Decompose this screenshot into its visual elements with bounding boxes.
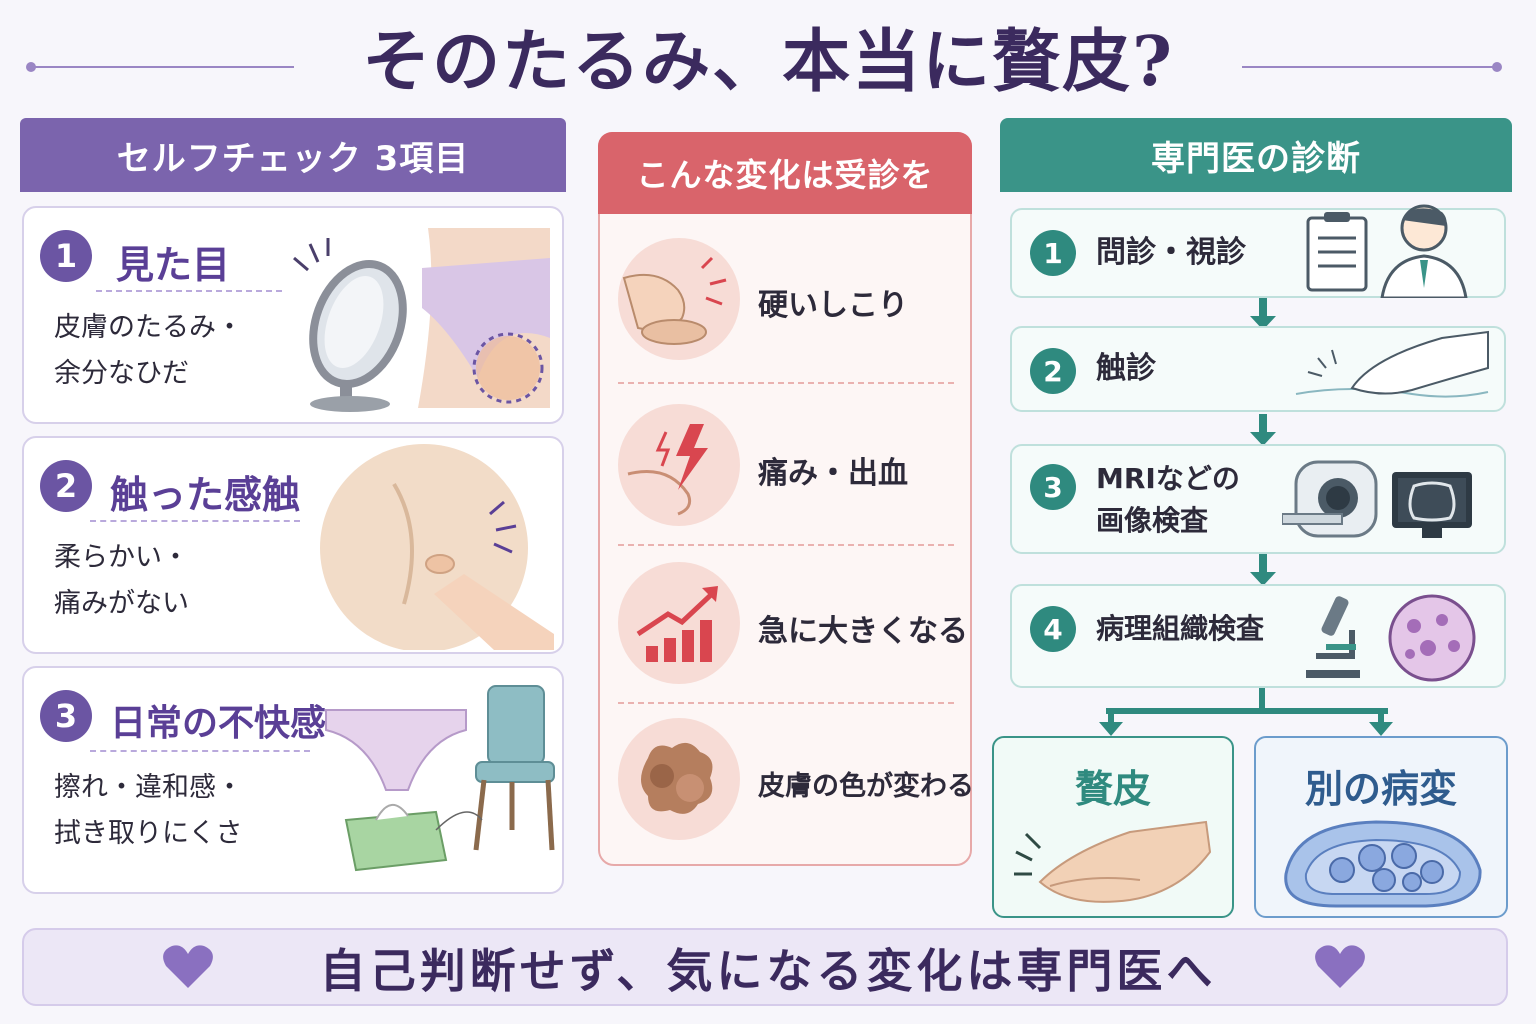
title-line-left [32, 66, 294, 68]
diagnosis-text-4: 病理組織検査 [1096, 612, 1265, 645]
diagnosis-step-1: 1 問診・視診 [1010, 204, 1506, 298]
result-skin-tag-label: 贅皮 [1074, 767, 1151, 811]
footer-message: 自己判断せず、気になる変化は専門医へ [319, 944, 1217, 998]
flow-arrow-icon [1250, 298, 1276, 330]
microscope-cells-icon [1306, 594, 1476, 682]
diagnosis-step-2: 2 触診 [1010, 326, 1506, 412]
self-check-title-2: 触った感触 [110, 473, 301, 517]
step-number-2: 2 [40, 460, 92, 512]
self-check-text-2a: 柔らかい・ [54, 542, 189, 573]
clipboard-doctor-icon [1306, 204, 1468, 298]
title-dot-right [1492, 62, 1502, 72]
title-line-right [1242, 66, 1498, 68]
result-other-lesion-box: 別の病変 [1254, 736, 1508, 918]
step-number-3: 3 [40, 690, 92, 742]
result-other-lesion-label: 別の病変 [1304, 767, 1457, 811]
discoloration-icon [641, 742, 713, 814]
diagnosis-number-3: 3 [1030, 464, 1076, 510]
self-check-text-3a: 擦れ・違和感・ [54, 772, 243, 803]
underwear-chair-tissue-icon [325, 685, 555, 872]
self-check-header-label: セルフチェック 3項目 [116, 138, 470, 179]
self-check-text-2b: 痛みがない [54, 588, 189, 619]
diagnosis-text-3b: 画像検査 [1096, 504, 1209, 537]
self-check-title-3: 日常の不快感 [110, 703, 327, 744]
diagnosis-text-3a: MRIなどの [1096, 462, 1240, 495]
growth-chart-icon [636, 586, 718, 662]
self-check-header: セルフチェック 3項目 [20, 118, 566, 192]
diagnosis-number-4: 4 [1030, 606, 1076, 652]
diagnosis-header: 専門医の診断 [1000, 118, 1512, 192]
divider [618, 702, 954, 704]
hand-lump-icon [622, 256, 727, 345]
heart-icon [1315, 945, 1365, 988]
diagnosis-number-1: 1 [1030, 230, 1076, 276]
warning-header: こんな変化は受診を [598, 132, 972, 214]
self-check-text-1b: 余分なひだ [54, 358, 189, 389]
diagnosis-header-label: 専門医の診断 [1151, 138, 1361, 179]
flow-arrow-icon [1250, 414, 1276, 446]
branch-connector [1099, 688, 1393, 736]
step-number-1: 1 [40, 230, 92, 282]
mri-scanner-monitor-icon [1282, 460, 1472, 538]
flow-arrow-icon [1250, 554, 1276, 586]
result-skin-tag-box: 贅皮 [992, 736, 1234, 918]
lesion-cells-icon [1284, 820, 1482, 908]
warning-header-label: こんな変化は受診を [636, 156, 934, 194]
divider [90, 520, 300, 522]
warning-text-3: 急に大きくなる [758, 614, 968, 649]
lightning-pain-icon [627, 424, 708, 516]
diagnosis-text-1: 問診・視診 [1096, 235, 1246, 270]
mirror-illustration-icon [293, 228, 550, 412]
page-title: そのたるみ、本当に贅皮? [362, 22, 1174, 102]
heart-icon [163, 945, 213, 988]
self-check-card-2: 2 触った感触 柔らかい・ 痛みがない [22, 436, 564, 654]
warning-text-2: 痛み・出血 [758, 456, 908, 491]
self-check-text-1a: 皮膚のたるみ・ [54, 312, 243, 343]
warning-circle-2 [618, 404, 740, 526]
diagnosis-text-2: 触診 [1096, 351, 1156, 386]
divider [618, 382, 954, 384]
self-check-text-3b: 拭き取りにくさ [54, 818, 243, 849]
warning-text-1: 硬いしこり [758, 288, 908, 323]
title-dot-left [26, 62, 36, 72]
footer-banner [22, 928, 1508, 1006]
self-check-card-1: 1 見た目 皮膚のたるみ・ 余分なひだ [22, 206, 564, 424]
palpation-hand-icon [1295, 330, 1489, 398]
divider [618, 544, 954, 546]
touch-skin-illustration-icon [320, 444, 554, 650]
skin-tag-icon [1014, 820, 1212, 903]
self-check-title-1: 見た目 [116, 243, 231, 287]
diagnosis-step-4: 4 病理組織検査 [1010, 584, 1506, 688]
self-check-card-3: 3 日常の不快感 擦れ・違和感・ 拭き取りにくさ [22, 666, 564, 894]
diagnosis-number-2: 2 [1030, 348, 1076, 394]
warning-text-4: 皮膚の色が変わる [758, 771, 974, 802]
divider [96, 290, 282, 292]
divider [90, 750, 310, 752]
diagnosis-step-3: 3 MRIなどの 画像検査 [1010, 444, 1506, 554]
